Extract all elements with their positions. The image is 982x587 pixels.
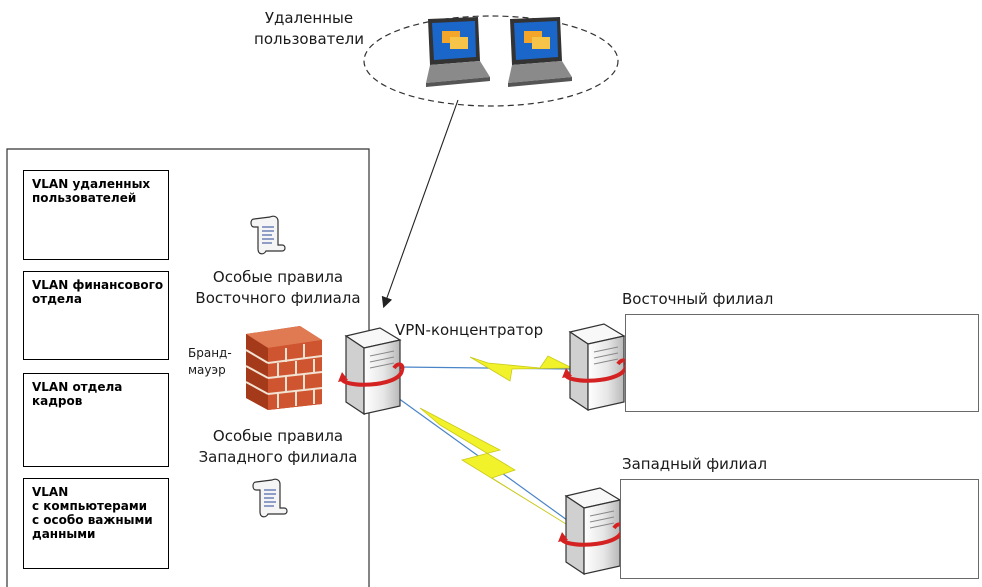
firewall-label: Бранд- мауэр bbox=[188, 346, 232, 377]
vpn-concentrator-label: VPN-концентратор bbox=[395, 321, 544, 339]
east-branch-box bbox=[625, 314, 979, 412]
remote-users-group bbox=[363, 15, 619, 107]
lightning-west bbox=[419, 407, 567, 525]
west-branch-box bbox=[620, 479, 979, 579]
rules-east-label: Особые правила Восточного филиала bbox=[195, 268, 361, 307]
vlan-finance-label: VLAN финансового отдела bbox=[32, 278, 164, 306]
vlan-finance-box: VLAN финансового отдела bbox=[23, 271, 169, 360]
vlan-remote-users-label: VLAN удаленных пользователей bbox=[32, 177, 151, 205]
branch-east-label: Восточный филиал bbox=[622, 290, 774, 308]
vlan-hr-box: VLAN отдела кадров bbox=[23, 373, 169, 467]
remote-link-arrow bbox=[381, 99, 459, 309]
rules-document-icon bbox=[250, 215, 286, 255]
vlan-hr-label: VLAN отдела кадров bbox=[32, 380, 123, 408]
laptop-icon bbox=[426, 17, 490, 87]
east-branch-server-icon bbox=[562, 323, 629, 412]
vlan-critical-data-box: VLAN с компьютерами с особо важными данн… bbox=[23, 478, 169, 569]
remote-users-label: Удаленные пользователи bbox=[254, 9, 364, 48]
vlan-remote-users-box: VLAN удаленных пользователей bbox=[23, 170, 169, 260]
west-branch-server-icon bbox=[558, 487, 625, 576]
rules-document-icon bbox=[252, 478, 288, 518]
lightning-east bbox=[469, 355, 573, 382]
vpn-concentrator-server-icon bbox=[338, 327, 405, 416]
rules-west-label: Особые правила Западного филиала bbox=[198, 427, 358, 466]
laptop-icon bbox=[508, 17, 572, 87]
vlan-critical-data-label: VLAN с компьютерами с особо важными данн… bbox=[32, 485, 153, 541]
branch-west-label: Западный филиал bbox=[622, 455, 768, 473]
firewall-icon bbox=[245, 326, 323, 410]
